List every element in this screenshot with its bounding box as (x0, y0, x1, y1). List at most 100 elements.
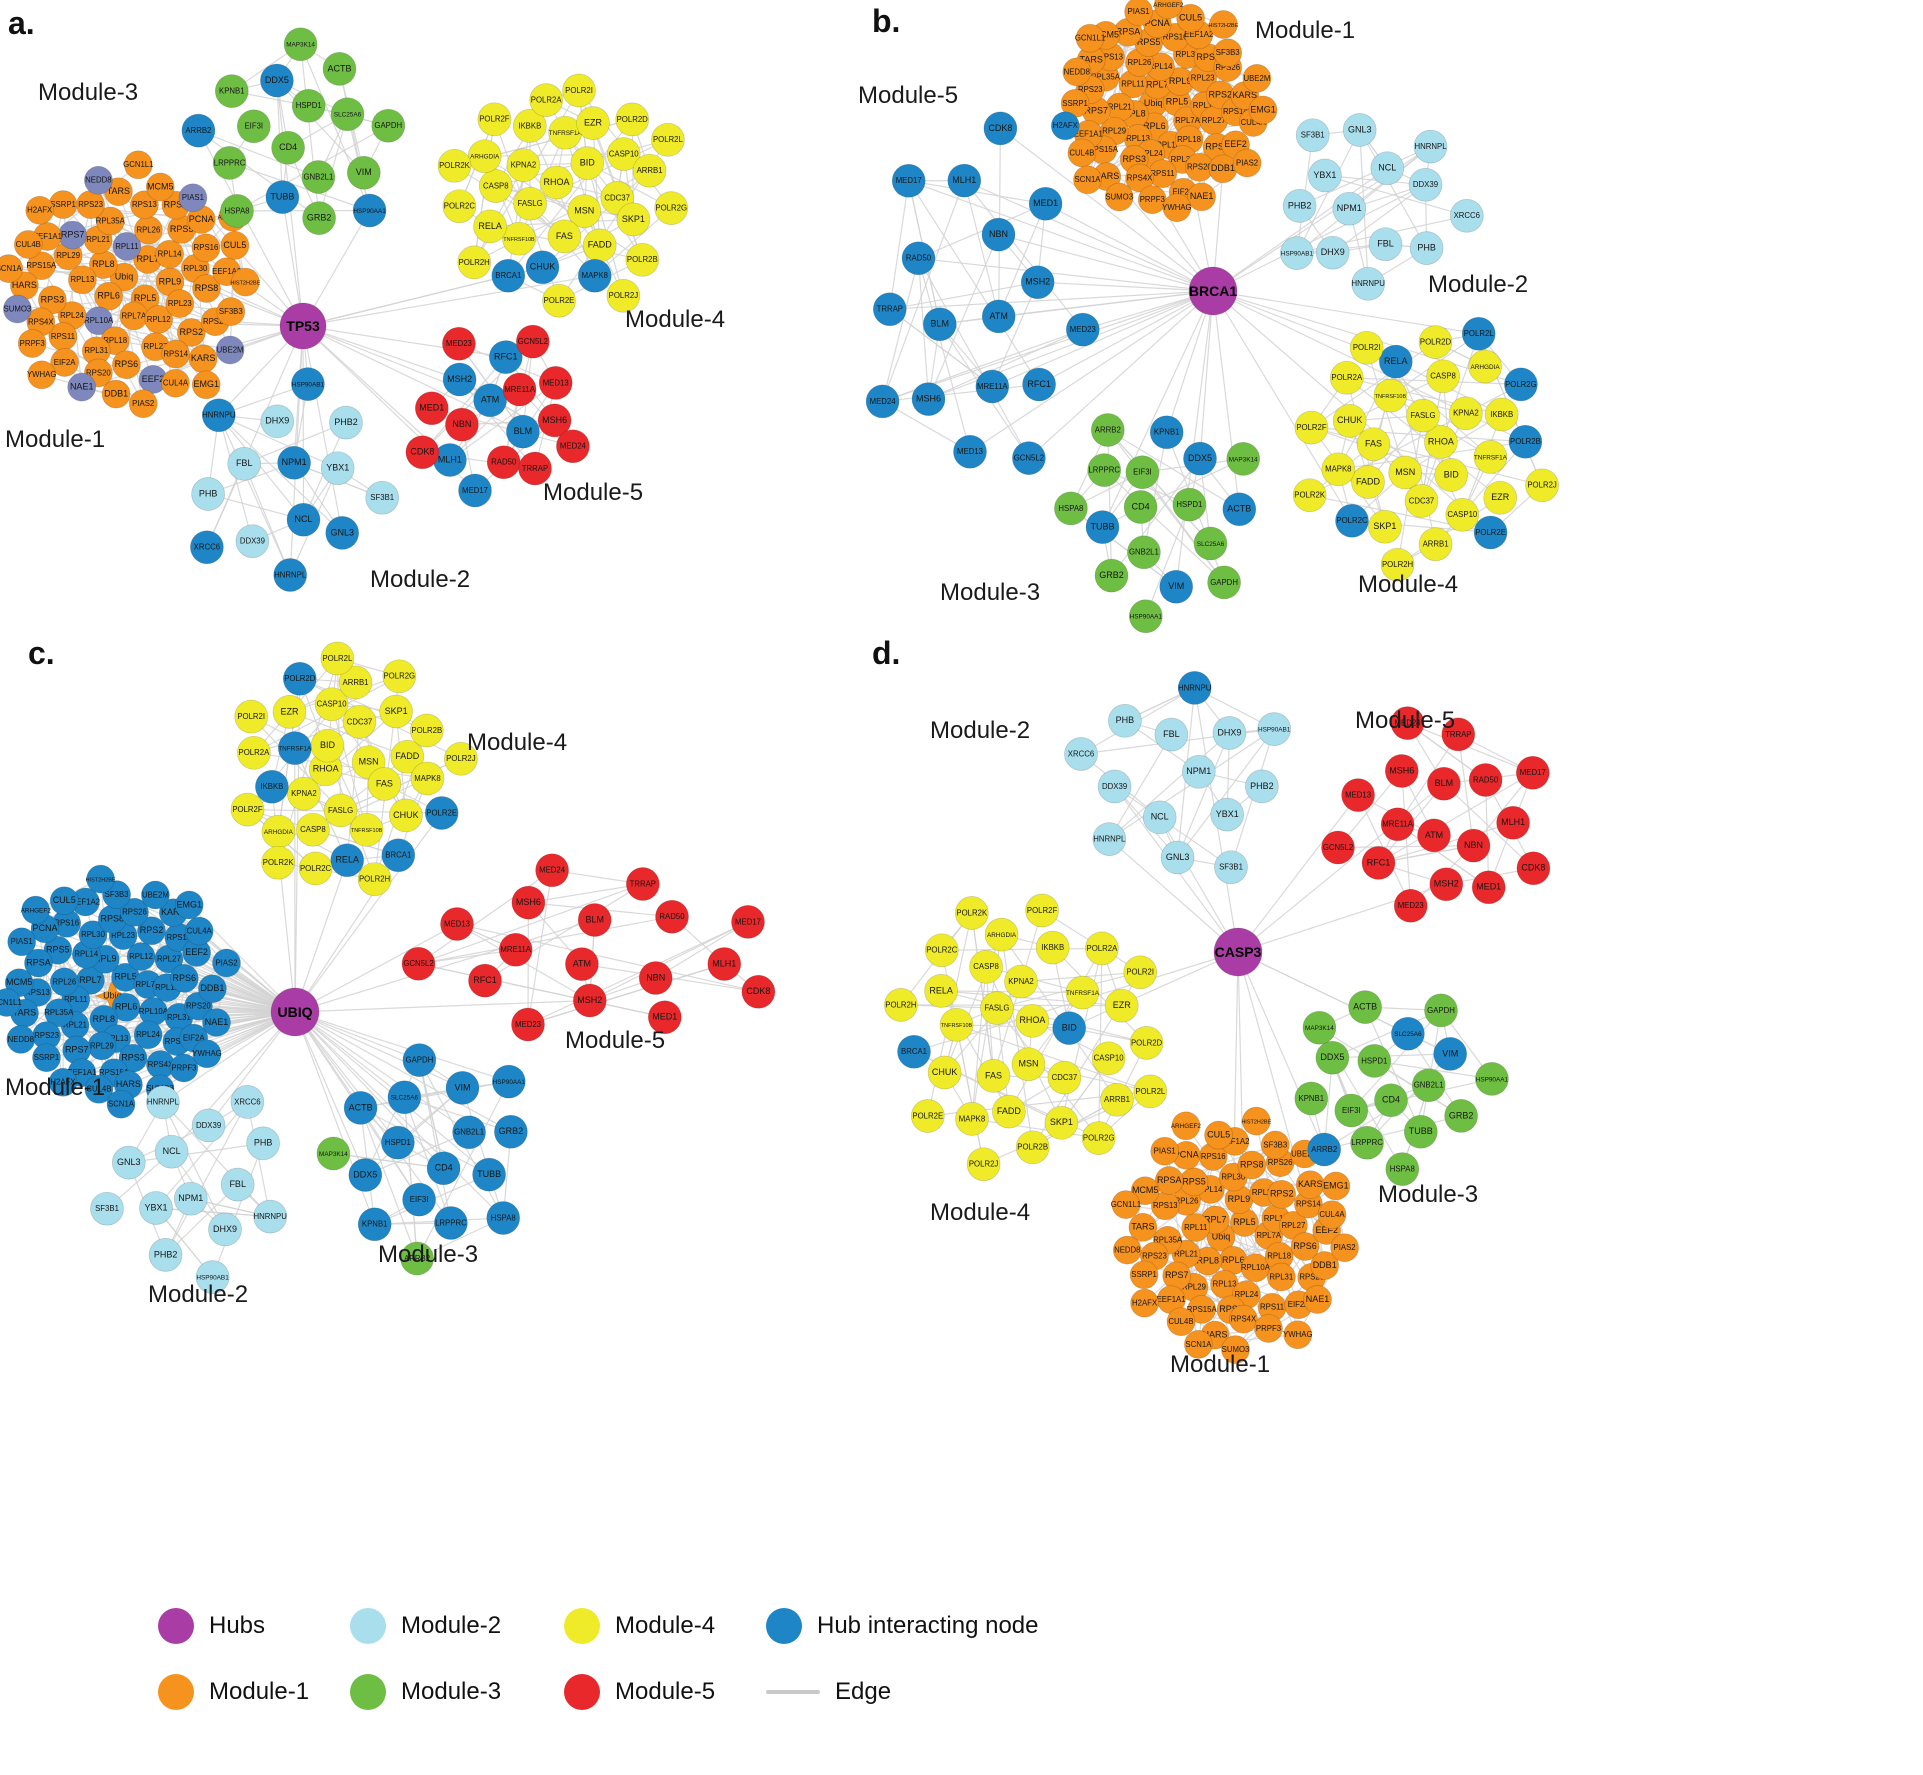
node-med13[interactable]: MED13 (953, 434, 987, 469)
node-nae1[interactable]: NAE1 (1303, 1285, 1332, 1314)
node-mapk8[interactable]: MAPK8 (1321, 452, 1356, 487)
node-polr2g[interactable]: POLR2G (654, 191, 689, 225)
node-tnfrsf1a[interactable]: TNFRSF1A (1473, 440, 1508, 474)
node-gcn5l2[interactable]: GCN5L2 (401, 946, 436, 981)
node-rfc1[interactable]: RFC1 (468, 963, 502, 998)
node-mlh1[interactable]: MLH1 (433, 443, 467, 477)
node-cul4a[interactable]: CUL4A (161, 368, 190, 398)
node-rpl29[interactable]: RPL29 (87, 1031, 117, 1061)
node-nbn[interactable]: NBN (445, 407, 479, 442)
node-rad50[interactable]: RAD50 (486, 445, 521, 480)
node-gnl3[interactable]: GNL3 (325, 516, 360, 550)
node-nedd8[interactable]: NEDD8 (1062, 57, 1092, 87)
node-sf3b1[interactable]: SF3B1 (365, 480, 400, 515)
node-rps6[interactable]: RPS6 (112, 350, 141, 380)
node-emg1[interactable]: EMG1 (1248, 95, 1278, 125)
node-hnrnpl[interactable]: HNRNPL (273, 558, 308, 592)
node-rela[interactable]: RELA (473, 209, 507, 244)
node-gapdh[interactable]: GAPDH (402, 1043, 437, 1077)
node-ikbkb[interactable]: IKBKB (1035, 930, 1070, 965)
node-cdc37[interactable]: CDC37 (1404, 484, 1439, 518)
node-ube2m[interactable]: UBE2M (215, 335, 245, 365)
node-vim[interactable]: VIM (346, 155, 381, 190)
node-sf3b3[interactable]: SF3B3 (216, 297, 246, 326)
node-mlh1[interactable]: MLH1 (707, 947, 742, 981)
node-ube2m[interactable]: UBE2M (1242, 64, 1272, 93)
node-msh2[interactable]: MSH2 (572, 983, 607, 1018)
node-hspa8[interactable]: HSPA8 (1385, 1152, 1420, 1186)
node-polr2i[interactable]: POLR2I (234, 699, 269, 734)
node-ddx39[interactable]: DDX39 (235, 524, 270, 559)
node-tubb[interactable]: TUBB (265, 180, 300, 214)
node-eif3i[interactable]: EIF3I (402, 1182, 436, 1217)
node-med13[interactable]: MED13 (1341, 778, 1375, 812)
node-mcm5[interactable]: MCM5 (145, 172, 175, 202)
node-cdc37[interactable]: CDC37 (342, 705, 377, 739)
node-casp10[interactable]: CASP10 (1445, 497, 1480, 532)
node-cul5[interactable]: CUL5 (49, 886, 79, 916)
node-fbl[interactable]: FBL (1368, 227, 1403, 262)
node-polr2c[interactable]: POLR2C (1335, 503, 1369, 538)
node-pias2[interactable]: PIAS2 (1330, 1233, 1359, 1263)
node-xrcc6[interactable]: XRCC6 (1449, 198, 1484, 233)
node-gcn1l1[interactable]: GCN1L1 (123, 150, 153, 180)
node-ddx5[interactable]: DDX5 (260, 63, 294, 98)
node-polr2e[interactable]: POLR2E (910, 1099, 945, 1133)
node-ybx1[interactable]: YBX1 (139, 1191, 173, 1225)
node-rfc1[interactable]: RFC1 (488, 340, 523, 374)
node-gnb2l1[interactable]: GNB2L1 (301, 160, 336, 194)
node-pias1[interactable]: PIAS1 (1124, 0, 1153, 27)
node-eif3i[interactable]: EIF3I (236, 109, 271, 144)
node-polr2j[interactable]: POLR2J (606, 278, 641, 313)
node-fadd[interactable]: FADD (1351, 465, 1385, 499)
node-rpl11[interactable]: RPL11 (112, 232, 142, 261)
node-hspd1[interactable]: HSPD1 (291, 88, 326, 123)
node-phb2[interactable]: PHB2 (1245, 769, 1279, 804)
node-arhgdia[interactable]: ARHGDIA (1468, 349, 1502, 384)
node-tnfrsf10b[interactable]: TNFRSF10B (349, 812, 384, 847)
node-lrpprc[interactable]: LRPPRC (1350, 1125, 1384, 1160)
node-rps11[interactable]: RPS11 (48, 322, 78, 351)
node-med1[interactable]: MED1 (647, 1000, 682, 1035)
node-med13[interactable]: MED13 (538, 366, 573, 400)
node-gnb2l1[interactable]: GNB2L1 (452, 1115, 486, 1150)
node-dhx9[interactable]: DHX9 (208, 1212, 242, 1247)
node-cul5[interactable]: CUL5 (1176, 3, 1205, 33)
node-polr2f[interactable]: POLR2F (230, 792, 265, 827)
node-h2afx[interactable]: H2AFX (1130, 1288, 1159, 1318)
node-polr2i[interactable]: POLR2I (1349, 330, 1384, 365)
node-kpna2[interactable]: KPNA2 (506, 148, 541, 183)
node-rpl23[interactable]: RPL23 (165, 289, 195, 318)
node-rps4x[interactable]: RPS4X (1229, 1304, 1258, 1334)
node-eef2[interactable]: EEF2 (138, 365, 168, 394)
node-rpl26[interactable]: RPL26 (49, 967, 79, 997)
node-cdk8[interactable]: CDK8 (405, 435, 440, 470)
node-blm[interactable]: BLM (922, 307, 957, 342)
node-rps15a[interactable]: RPS15A (1187, 1295, 1218, 1324)
node-rpl35a[interactable]: RPL35A (96, 206, 126, 236)
node-rpl31[interactable]: RPL31 (81, 336, 111, 366)
node-hsp90ab1[interactable]: HSP90AB1 (195, 1260, 230, 1294)
node-ywhag[interactable]: YWHAG (27, 360, 56, 390)
node-rps2[interactable]: RPS2 (176, 318, 206, 347)
node-polr2b[interactable]: POLR2B (1015, 1130, 1050, 1165)
node-cul4b[interactable]: CUL4B (1067, 138, 1097, 168)
node-polr2h[interactable]: POLR2H (457, 245, 492, 280)
node-gapdh[interactable]: GAPDH (371, 108, 406, 143)
node-slc25a6[interactable]: SLC25A6 (387, 1080, 422, 1115)
node-tubb[interactable]: TUBB (1085, 510, 1120, 544)
node-scn1a[interactable]: SCN1A (1184, 1330, 1213, 1359)
node-cul5[interactable]: CUL5 (220, 231, 250, 260)
node-tubb[interactable]: TUBB (472, 1157, 506, 1192)
node-rpl11[interactable]: RPL11 (1181, 1213, 1211, 1242)
node-lrpprc[interactable]: LRPPRC (1087, 453, 1122, 487)
node-skp1[interactable]: SKP1 (616, 202, 651, 237)
node-eif3i[interactable]: EIF3I (1125, 455, 1160, 490)
node-msh2[interactable]: MSH2 (442, 362, 477, 397)
node-rps8[interactable]: RPS8 (192, 274, 221, 303)
node-ezr[interactable]: EZR (272, 695, 307, 729)
hub-node-casp3[interactable]: CASP3 (1213, 927, 1263, 977)
node-fbl[interactable]: FBL (227, 446, 262, 481)
node-rpl5[interactable]: RPL5 (111, 962, 140, 992)
node-dhx9[interactable]: DHX9 (1315, 235, 1350, 270)
